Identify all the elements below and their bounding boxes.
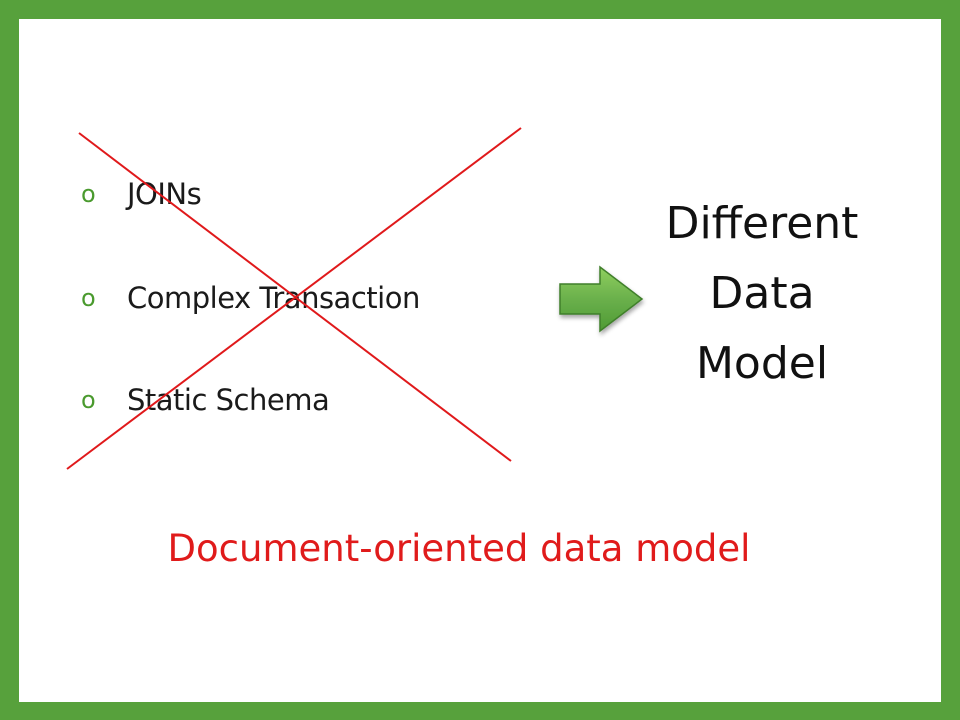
list-item: o Static Schema (81, 383, 330, 417)
result-line-2: Data (709, 268, 815, 319)
document-model-caption: Document-oriented data model (167, 527, 751, 570)
list-item: o Complex Transaction (81, 281, 420, 315)
bullet-marker: o (81, 180, 96, 208)
bullet-label-static-schema: Static Schema (127, 383, 330, 417)
result-heading: Different Data Model (624, 189, 900, 399)
result-line-3: Model (695, 338, 829, 389)
list-item: o JOINs (81, 177, 202, 211)
result-line-1: Different (665, 198, 859, 249)
bullet-label-complex-transaction: Complex Transaction (127, 281, 420, 315)
bullet-label-joins: JOINs (127, 177, 202, 211)
bullet-marker: o (81, 386, 96, 414)
bullet-marker: o (81, 284, 96, 312)
